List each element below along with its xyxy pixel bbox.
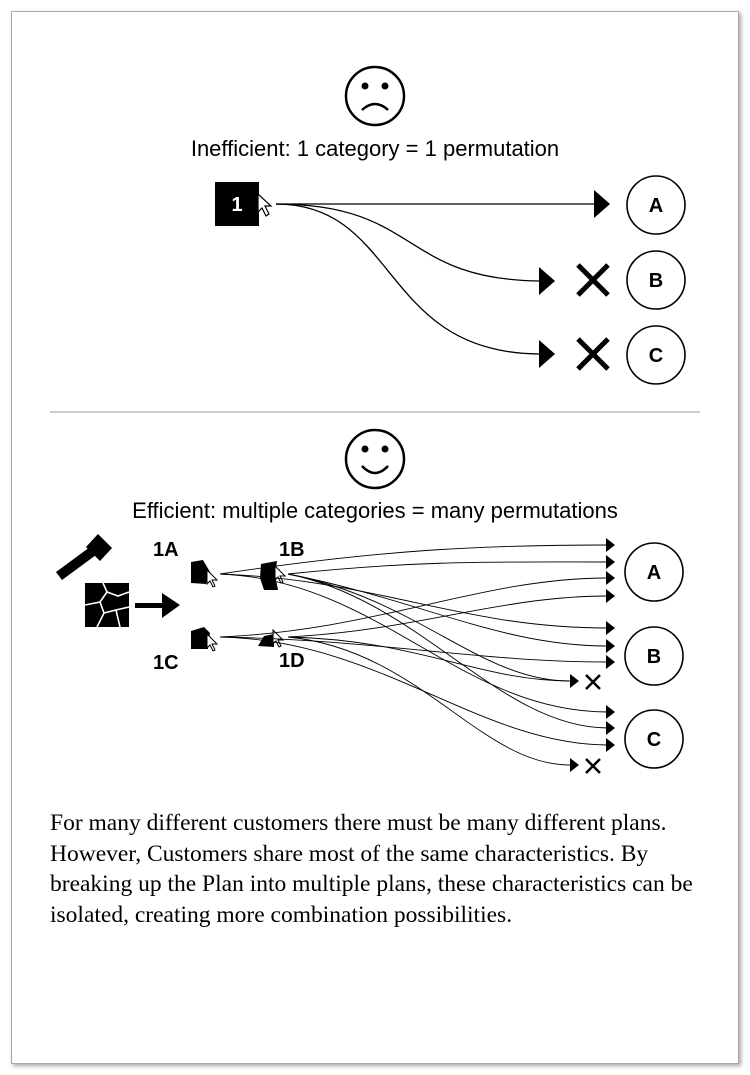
diagram-card <box>11 11 739 1064</box>
top-arrowheads <box>539 190 610 368</box>
target-circle-a-top <box>626 175 686 235</box>
piece-label-1d: 1D <box>279 650 305 672</box>
target-circle-c-top <box>626 325 686 385</box>
target-a-label-bottom: A <box>647 562 661 584</box>
broken-block-icon <box>84 582 130 628</box>
target-circle-b-top <box>626 250 686 310</box>
bottom-arrowheads <box>570 538 615 772</box>
target-a-label-top: A <box>649 195 663 217</box>
target-b-label-top: B <box>649 270 663 292</box>
piece-1a <box>191 560 210 584</box>
piece-label-1c: 1C <box>153 652 179 674</box>
piece-1c <box>191 627 210 649</box>
hammer-icon <box>56 534 112 580</box>
cursor-icon <box>206 564 287 652</box>
piece-1b <box>260 561 278 590</box>
inefficient-title: Inefficient: 1 category = 1 permutation <box>190 136 560 161</box>
bottom-connection-lines <box>219 544 609 766</box>
source-box-label: 1 <box>231 194 242 216</box>
source-box <box>215 182 259 226</box>
efficient-title: Efficient: multiple categories = many pe… <box>132 498 618 523</box>
top-connection-lines <box>275 203 596 355</box>
target-circle-c-bottom <box>624 709 684 769</box>
target-b-label-bottom: B <box>647 646 661 668</box>
target-c-label-bottom: C <box>647 729 661 751</box>
happy-face-icon <box>344 428 406 490</box>
target-c-label-top: C <box>649 345 663 367</box>
break-arrow-icon <box>135 593 180 618</box>
target-circle-b-bottom <box>624 626 684 686</box>
cursor-icon <box>257 192 273 217</box>
sad-face-icon <box>344 65 406 127</box>
piece-label-1b: 1B <box>279 539 305 561</box>
caption-text: For many different customers there must … <box>50 810 693 928</box>
reject-x-icon <box>585 674 601 774</box>
target-circle-a-bottom <box>624 542 684 602</box>
piece-label-1a: 1A <box>153 539 179 561</box>
reject-x-icon <box>576 263 610 371</box>
